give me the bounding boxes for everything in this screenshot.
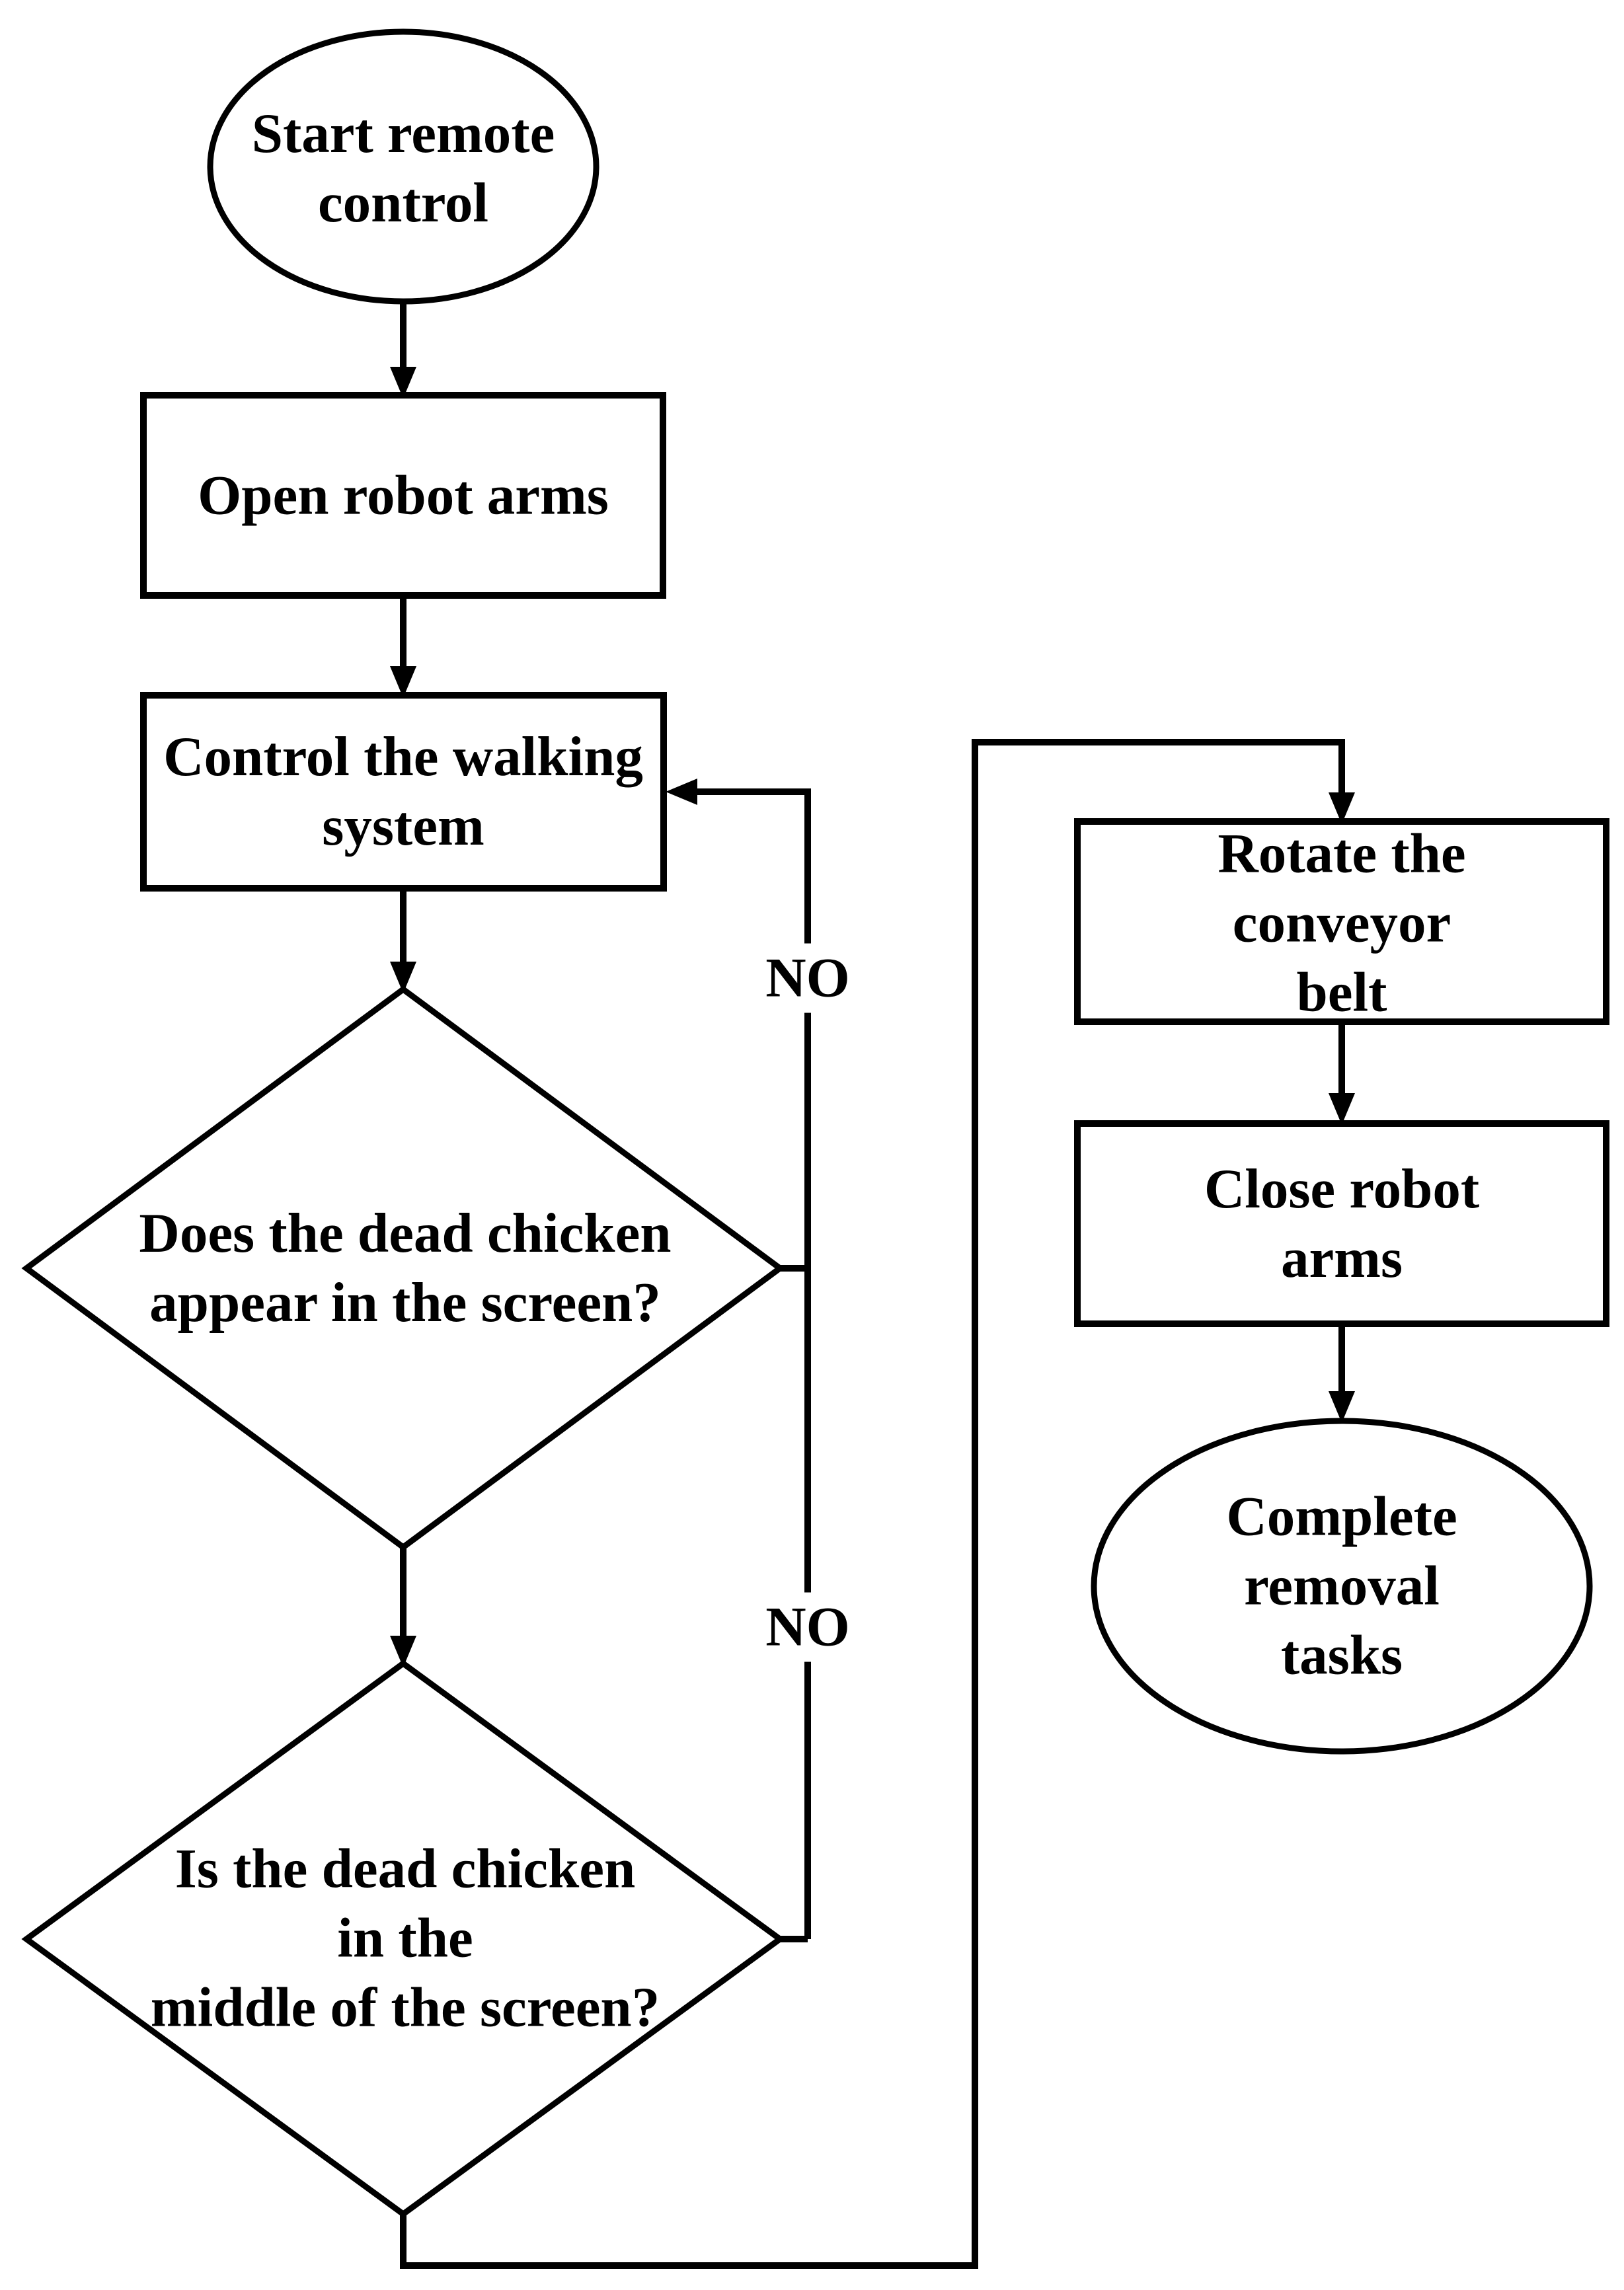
edge-yes-loop-line bbox=[400, 739, 1345, 2269]
edge-close-to-complete-arrowhead bbox=[1329, 1391, 1355, 1423]
no-label-1: NO bbox=[755, 943, 861, 1013]
edge-yes-loop-arrowhead bbox=[1329, 792, 1355, 824]
edge-control-to-appear-arrowhead bbox=[390, 962, 416, 993]
edge-no-loop-arrowhead bbox=[666, 779, 697, 805]
open-arms-node-label: Open robot arms bbox=[198, 464, 609, 527]
edge-rotate-to-close-arrowhead bbox=[1329, 1093, 1355, 1125]
chicken-middle-decision-label: Is the dead chicken in the middle of the… bbox=[150, 1837, 660, 2039]
control-walking-node-label: Control the walking system bbox=[163, 726, 643, 857]
start-node-label: Start remote control bbox=[251, 102, 555, 234]
edge-appear-to-middle-arrowhead bbox=[390, 1636, 416, 1667]
edge-start-to-open-arrowhead bbox=[390, 367, 416, 399]
no-label-2: NO bbox=[755, 1592, 861, 1662]
complete-node-label: Complete removal tasks bbox=[1226, 1485, 1457, 1687]
open-arms-node-shape bbox=[140, 392, 666, 599]
chicken-appear-decision-label: Does the dead chicken appear in the scre… bbox=[139, 1202, 672, 1334]
edge-open-to-control-arrowhead bbox=[390, 666, 416, 698]
rotate-belt-node-label: Rotate the conveyor belt bbox=[1218, 822, 1466, 1024]
close-arms-node-label: Close robot arms bbox=[1204, 1158, 1480, 1289]
edge-no-loop-line bbox=[696, 788, 811, 1939]
